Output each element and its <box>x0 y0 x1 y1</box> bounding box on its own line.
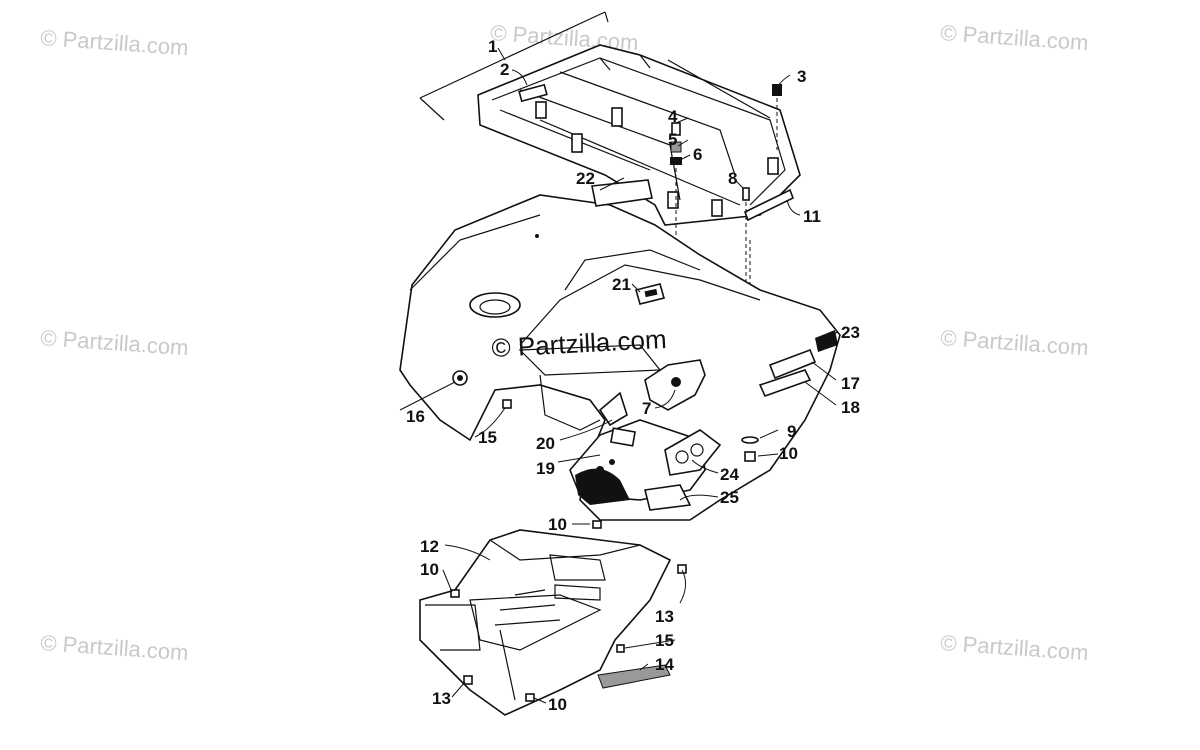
callout-17: 17 <box>841 374 860 393</box>
callout-13-left: 13 <box>432 689 451 708</box>
callout-21: 21 <box>612 275 631 294</box>
callout-5: 5 <box>668 130 677 149</box>
watermark-top-right: © Partzilla.com <box>940 20 1090 55</box>
callout-3: 3 <box>797 67 806 86</box>
callout-18: 18 <box>841 398 860 417</box>
callout-6: 6 <box>693 145 702 164</box>
callout-10-top-footwell: 10 <box>548 515 567 534</box>
watermark-bottom-right: © Partzilla.com <box>940 630 1090 665</box>
watermark-top-left: © Partzilla.com <box>40 25 190 60</box>
rear-panel <box>569 419 706 505</box>
side-decal-lower <box>758 369 812 397</box>
callout-9: 9 <box>787 422 796 441</box>
nut-footwell-left <box>450 589 460 598</box>
side-decal-stripe <box>815 330 838 352</box>
callout-4: 4 <box>668 107 678 126</box>
callout-16: 16 <box>406 407 425 426</box>
screw-footwell-right <box>677 564 687 574</box>
rack-decal <box>743 188 795 222</box>
callout-20: 20 <box>536 434 555 453</box>
rack-bolt <box>742 187 750 201</box>
screw-footwell-left <box>463 675 473 685</box>
footwell <box>419 529 672 716</box>
rack-clip <box>518 83 548 103</box>
rack-cap <box>772 84 782 96</box>
callout-12: 12 <box>420 537 439 556</box>
callout-7: 7 <box>642 399 651 418</box>
rear-reflector <box>644 484 692 511</box>
callout-22: 22 <box>576 169 595 188</box>
callout-10-bottom: 10 <box>548 695 567 714</box>
callout-23: 23 <box>841 323 860 342</box>
callout-11: 11 <box>803 207 821 226</box>
callout-14: 14 <box>655 655 674 674</box>
callout-24: 24 <box>720 465 739 484</box>
rear-rack <box>477 44 801 226</box>
callout-8: 8 <box>728 169 737 188</box>
callout-15-left: 15 <box>478 428 497 447</box>
callout-1: 1 <box>488 37 497 56</box>
assembly-bracket-1 <box>419 11 609 121</box>
nut-footwell-top <box>592 520 602 529</box>
washer <box>741 436 759 444</box>
callout-15-right: 15 <box>655 631 674 650</box>
leader-lines <box>399 47 839 704</box>
callout-25: 25 <box>720 488 739 507</box>
rear-fender <box>399 194 841 521</box>
fender-flap-left <box>598 391 628 427</box>
watermark-mid-right: © Partzilla.com <box>940 325 1090 360</box>
taillight-cluster <box>664 429 722 476</box>
callout-2: 2 <box>500 60 509 79</box>
callout-10-left-footwell: 10 <box>420 560 439 579</box>
callout-13-right: 13 <box>655 607 674 626</box>
watermark-mid-left: © Partzilla.com <box>40 325 190 360</box>
watermark-bottom-left: © Partzilla.com <box>40 630 190 665</box>
nut-footwell-bottom <box>525 693 535 702</box>
screw-footrest <box>616 644 625 653</box>
nut-right <box>744 451 756 462</box>
side-decal-upper <box>768 348 817 380</box>
screw-left <box>502 399 512 409</box>
callout-10-right: 10 <box>779 444 798 463</box>
fender-decal-top <box>591 179 653 207</box>
callout-19: 19 <box>536 459 555 478</box>
